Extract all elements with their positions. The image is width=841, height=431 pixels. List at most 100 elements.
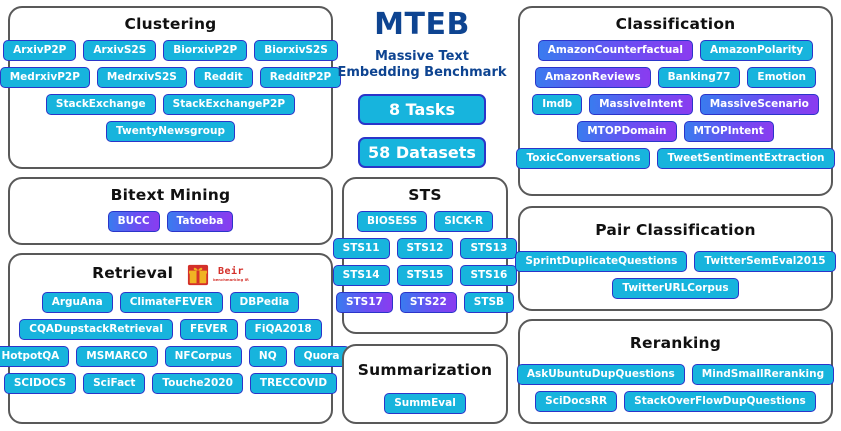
dataset-tag[interactable]: ToxicConversations bbox=[516, 148, 651, 170]
dataset-tag[interactable]: HotpotQA bbox=[0, 346, 70, 367]
tag-rows-bitext-mining: BUCC Tatoeba bbox=[18, 211, 323, 233]
dataset-tag[interactable]: StackExchange bbox=[45, 94, 156, 116]
panel-bitext-mining: Bitext Mining BUCC Tatoeba bbox=[8, 177, 333, 245]
dataset-tag[interactable]: TwentyNewsgroup bbox=[106, 121, 235, 143]
dataset-tag[interactable]: MTOPIntent bbox=[683, 121, 774, 143]
dataset-tag[interactable]: FiQA2018 bbox=[244, 319, 322, 340]
dataset-tag[interactable]: SummEval bbox=[384, 393, 466, 415]
dataset-tag[interactable]: MedrxivS2S bbox=[96, 67, 187, 89]
panel-title-reranking: Reranking bbox=[629, 334, 722, 352]
tag-row: BUCC Tatoeba bbox=[18, 211, 323, 233]
dataset-tag[interactable]: BiorxivS2S bbox=[254, 40, 338, 62]
dataset-tag[interactable]: STS13 bbox=[460, 238, 518, 260]
panel-title-pair-classification: Pair Classification bbox=[595, 221, 756, 239]
dataset-tag[interactable]: DBPedia bbox=[229, 292, 300, 313]
dataset-tag[interactable]: StackExchangeP2P bbox=[162, 94, 296, 116]
dataset-tag[interactable]: MedrxivP2P bbox=[0, 67, 90, 89]
dataset-tag[interactable]: SciDocsRR bbox=[535, 391, 618, 413]
panel-pair-classification: Pair Classification SprintDuplicateQuest… bbox=[515, 206, 836, 311]
dataset-tag[interactable]: STS15 bbox=[396, 265, 454, 287]
dataset-tag[interactable]: BiorxivP2P bbox=[163, 40, 248, 62]
dataset-tag[interactable]: Quora bbox=[293, 346, 350, 367]
dataset-tag[interactable]: AmazonPolarity bbox=[700, 40, 814, 62]
dataset-tag[interactable]: Imdb bbox=[532, 94, 583, 116]
dataset-tag[interactable]: STS16 bbox=[460, 265, 518, 287]
brand-block: MTEB Massive Text Embedding Benchmark 8 … bbox=[332, 4, 512, 180]
dataset-tag[interactable]: MindSmallReranking bbox=[691, 364, 835, 386]
tag-rows-summarization: SummEval bbox=[352, 393, 498, 415]
dataset-tag[interactable]: AmazonReviews bbox=[534, 67, 651, 89]
panel-summarization: Summarization SummEval bbox=[342, 344, 508, 424]
dataset-tag[interactable]: BIOSESS bbox=[356, 211, 428, 233]
tag-row: TwentyNewsgroup bbox=[18, 121, 323, 143]
tag-row: SciDocsRR StackOverFlowDupQuestions bbox=[528, 391, 823, 413]
panel-title-summarization: Summarization bbox=[357, 361, 493, 379]
panel-title-retrieval-label: Retrieval bbox=[92, 264, 174, 283]
dataset-tag[interactable]: TwitterSemEval2015 bbox=[694, 251, 836, 273]
dataset-tag[interactable]: NFCorpus bbox=[164, 346, 242, 367]
dataset-tag[interactable]: CQADupstackRetrieval bbox=[19, 319, 173, 340]
dataset-tag[interactable]: MSMARCO bbox=[76, 346, 158, 367]
tag-row: StackExchange StackExchangeP2P bbox=[18, 94, 323, 116]
dataset-tag[interactable]: MTOPDomain bbox=[577, 121, 677, 143]
dataset-tag[interactable]: ArxivP2P bbox=[3, 40, 77, 62]
stat-datasets: 58 Datasets bbox=[358, 136, 486, 168]
dataset-tag[interactable]: FEVER bbox=[179, 319, 238, 340]
dataset-tag[interactable]: ArxivS2S bbox=[83, 40, 157, 62]
dataset-tag[interactable]: STS14 bbox=[332, 265, 390, 287]
tag-row: CQADupstackRetrieval FEVER FiQA2018 bbox=[18, 319, 323, 340]
brand-subtitle-line1: Massive Text bbox=[374, 49, 469, 64]
dataset-tag[interactable]: ArguAna bbox=[41, 292, 113, 313]
dataset-tag[interactable]: SprintDuplicateQuestions bbox=[515, 251, 688, 273]
dataset-tag[interactable]: Tatoeba bbox=[166, 211, 234, 233]
tag-row: SummEval bbox=[352, 393, 498, 415]
dataset-tag[interactable]: STSB bbox=[463, 292, 515, 314]
dataset-tag[interactable]: STS22 bbox=[399, 292, 457, 314]
dataset-tag[interactable]: SICK-R bbox=[434, 211, 494, 233]
dataset-tag[interactable]: RedditP2P bbox=[259, 67, 342, 89]
tag-row: STS14 STS15 STS16 bbox=[332, 265, 518, 287]
tag-row: HotpotQA MSMARCO NFCorpus NQ Quora bbox=[0, 346, 350, 367]
dataset-tag[interactable]: StackOverFlowDupQuestions bbox=[624, 391, 816, 413]
tag-row: MedrxivP2P MedrxivS2S Reddit RedditP2P bbox=[0, 67, 342, 89]
dataset-tag[interactable]: MassiveIntent bbox=[589, 94, 693, 116]
panel-retrieval: Retrieval Beir benchmarking IR ArguAna Cl… bbox=[0, 253, 350, 424]
dataset-tag[interactable]: AmazonCounterfactual bbox=[537, 40, 693, 62]
dataset-tag[interactable]: AskUbuntuDupQuestions bbox=[516, 364, 685, 386]
dataset-tag[interactable]: Emotion bbox=[747, 67, 817, 89]
page-title: MTEB bbox=[374, 7, 470, 42]
dataset-tag[interactable]: STS17 bbox=[335, 292, 393, 314]
dataset-tag[interactable]: MassiveScenario bbox=[699, 94, 819, 116]
tag-row: SCIDOCS SciFact Touche2020 TRECCOVID bbox=[3, 373, 338, 394]
dataset-tag[interactable]: TweetSentimentExtraction bbox=[657, 148, 835, 170]
dataset-tag[interactable]: SciFact bbox=[83, 373, 146, 394]
tag-row: SprintDuplicateQuestions TwitterSemEval20… bbox=[515, 251, 836, 273]
dataset-tag[interactable]: STS11 bbox=[332, 238, 390, 260]
tag-row: TwitterURLCorpus bbox=[528, 278, 823, 300]
dataset-tag[interactable]: BUCC bbox=[107, 211, 160, 233]
dataset-tag[interactable]: TRECCOVID bbox=[249, 373, 338, 394]
dataset-tag[interactable]: ClimateFEVER bbox=[119, 292, 223, 313]
dataset-tag[interactable]: SCIDOCS bbox=[3, 373, 77, 394]
dataset-tag[interactable]: NQ bbox=[248, 346, 287, 367]
tag-row: ArxivP2P ArxivS2S BiorxivP2P BiorxivS2S bbox=[3, 40, 338, 62]
tag-row: AskUbuntuDupQuestions MindSmallReranking bbox=[516, 364, 835, 386]
panel-title-bitext-mining: Bitext Mining bbox=[110, 186, 231, 204]
dataset-tag[interactable]: STS12 bbox=[396, 238, 454, 260]
dataset-tag[interactable]: TwitterURLCorpus bbox=[612, 278, 739, 300]
dataset-tag[interactable]: Reddit bbox=[193, 67, 253, 89]
dataset-tag[interactable]: Banking77 bbox=[657, 67, 741, 89]
panel-title-classification: Classification bbox=[615, 15, 736, 33]
tag-row: Imdb MassiveIntent MassiveScenario bbox=[528, 94, 823, 116]
panel-title-sts: STS bbox=[408, 186, 442, 204]
beir-wordmark: Beir benchmarking IR bbox=[213, 267, 249, 282]
tag-rows-clustering: ArxivP2P ArxivS2S BiorxivP2P BiorxivS2S Medr… bbox=[0, 40, 342, 143]
dataset-tag[interactable]: Touche2020 bbox=[152, 373, 243, 394]
brand-subtitle: Massive Text Embedding Benchmark bbox=[332, 49, 512, 82]
